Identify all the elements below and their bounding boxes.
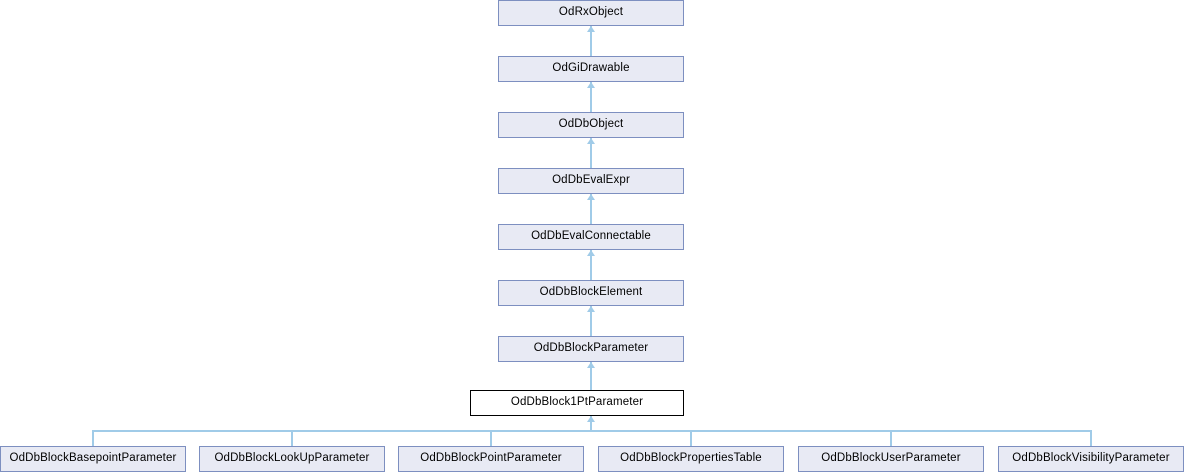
arrowhead-oddbobject-to-odgidrawable <box>587 82 595 88</box>
class-node-label: OdDbEvalConnectable <box>531 230 651 243</box>
branch-drop-oddbblocklookupparameter <box>291 430 293 447</box>
edge-oddbevalconnectable-oddbblockelement <box>590 250 592 280</box>
class-node-label: OdRxObject <box>558 6 624 19</box>
arrowhead-oddbblockelement-to-oddbevalconnectable <box>587 250 595 256</box>
class-node-label: OdDbEvalExpr <box>552 174 630 187</box>
class-node-label: OdDbObject <box>558 118 624 131</box>
edge-oddbobject-oddbevalexpr <box>590 138 592 168</box>
class-node-oddbblockuserparameter[interactable]: OdDbBlockUserParameter <box>798 446 984 472</box>
class-node-label: OdDbBlockVisibilityParameter <box>1012 452 1170 465</box>
arrowhead-oddbevalconnectable-to-oddbevalexpr <box>587 194 595 200</box>
arrowhead-oddbblock1ptparameter-to-oddbblockparameter <box>587 362 595 368</box>
arrowhead-bus-to-oddbblock1ptparameter <box>587 416 595 422</box>
branch-drop-oddbblockvisibilityparameter <box>1090 430 1092 447</box>
class-node-oddbblockparameter[interactable]: OdDbBlockParameter <box>498 336 684 362</box>
branch-drop-oddbblockpropertiestable <box>690 430 692 447</box>
branch-drop-oddbblockbasepointparameter <box>92 430 94 447</box>
arrowhead-odgidrawable-to-odrxobject <box>587 26 595 32</box>
class-node-oddbblockpointparameter[interactable]: OdDbBlockPointParameter <box>398 446 584 472</box>
edge-odgidrawable-oddbobject <box>590 82 592 112</box>
class-node-odrxobject[interactable]: OdRxObject <box>498 0 684 26</box>
class-node-oddbobject[interactable]: OdDbObject <box>498 112 684 138</box>
edge-oddbblockelement-oddbblockparameter <box>590 306 592 336</box>
class-node-oddbblockvisibilityparameter[interactable]: OdDbBlockVisibilityParameter <box>998 446 1184 472</box>
branch-drop-oddbblockuserparameter <box>890 430 892 447</box>
class-node-label: OdDbBlockParameter <box>533 342 649 355</box>
class-node-oddbevalexpr[interactable]: OdDbEvalExpr <box>498 168 684 194</box>
edge-oddbevalexpr-oddbevalconnectable <box>590 194 592 224</box>
class-node-oddbblocklookupparameter[interactable]: OdDbBlockLookUpParameter <box>199 446 385 472</box>
class-node-label: OdDbBlockPointParameter <box>420 452 562 465</box>
edge-focal-to-bus <box>590 416 592 432</box>
class-node-oddbblockbasepointparameter[interactable]: OdDbBlockBasepointParameter <box>0 446 186 472</box>
class-node-oddbblock1ptparameter[interactable]: OdDbBlock1PtParameter <box>470 390 684 416</box>
class-node-label: OdDbBlockLookUpParameter <box>214 452 370 465</box>
class-node-label: OdDbBlockBasepointParameter <box>9 452 177 465</box>
class-node-label: OdDbBlockElement <box>539 286 643 299</box>
edge-oddbblockparameter-oddbblock1ptparameter <box>590 362 592 392</box>
class-node-oddbblockelement[interactable]: OdDbBlockElement <box>498 280 684 306</box>
branch-bus-line <box>93 430 1092 432</box>
arrowhead-oddbblockparameter-to-oddbblockelement <box>587 306 595 312</box>
class-node-label: OdDbBlock1PtParameter <box>510 396 644 409</box>
edge-odrxobject-odgidrawable <box>590 26 592 56</box>
class-node-oddbblockpropertiestable[interactable]: OdDbBlockPropertiesTable <box>598 446 784 472</box>
class-node-label: OdDbBlockUserParameter <box>821 452 961 465</box>
class-node-oddbevalconnectable[interactable]: OdDbEvalConnectable <box>498 224 684 250</box>
class-node-odgidrawable[interactable]: OdGiDrawable <box>498 56 684 82</box>
class-node-label: OdGiDrawable <box>552 62 630 75</box>
class-node-label: OdDbBlockPropertiesTable <box>620 452 762 465</box>
branch-drop-oddbblockpointparameter <box>490 430 492 447</box>
arrowhead-oddbevalexpr-to-oddbobject <box>587 138 595 144</box>
